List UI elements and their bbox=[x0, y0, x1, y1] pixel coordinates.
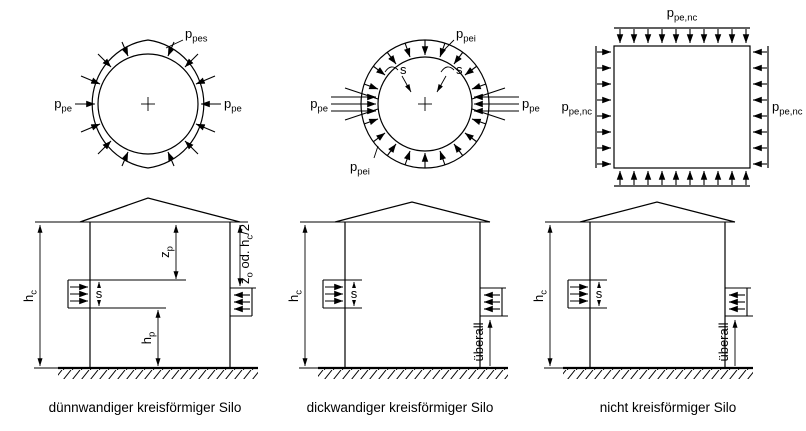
arc-symbol bbox=[440, 66, 455, 73]
cross-section-thick: s s ppei ppei ppe ppe bbox=[310, 26, 540, 178]
pressure-envelope-lines bbox=[595, 27, 769, 187]
label-p-pe-right: ppe bbox=[224, 96, 242, 115]
silo-roof bbox=[79, 197, 241, 223]
cross-section-thin: ppes ppe ppe bbox=[54, 26, 242, 169]
cross-section-square: ppe,nc ppe,nc ppe,nc bbox=[562, 5, 803, 187]
silo-wall-circle bbox=[97, 53, 199, 155]
wall-patch-left bbox=[67, 279, 186, 309]
patch-arc-annotation-left: s bbox=[384, 62, 412, 93]
pressure-arrows-bottom bbox=[616, 170, 750, 185]
dimension-everywhere: überall bbox=[471, 319, 493, 366]
label-leader-line-bottom bbox=[373, 145, 379, 159]
dimension-everywhere: überall bbox=[716, 319, 738, 366]
caption-square: nicht kreisförmiger Silo bbox=[600, 400, 737, 415]
label-p-pei-top: ppei bbox=[456, 26, 476, 45]
dimension-s: s bbox=[592, 281, 606, 307]
pressure-arrows-ring bbox=[75, 41, 221, 167]
s-label: s bbox=[96, 286, 103, 301]
dimension-hc: hc bbox=[286, 224, 308, 367]
dimension-zo: zo od. hc/2 bbox=[237, 224, 256, 287]
silo-wall-square bbox=[613, 45, 751, 169]
pressure-arrows-ring bbox=[363, 40, 487, 168]
patch-arc-annotation-right: s bbox=[436, 62, 463, 93]
elevation-square: hc s überall bbox=[531, 201, 753, 379]
arc-symbol bbox=[384, 66, 399, 73]
ground-hatch bbox=[563, 369, 753, 379]
silo-roof bbox=[334, 201, 491, 223]
patch-width-label: s bbox=[400, 62, 407, 77]
patch-load-left bbox=[331, 87, 379, 121]
dimension-zp: zp bbox=[157, 224, 179, 280]
silo-wall-circle bbox=[377, 56, 473, 152]
label-p-pes: ppes bbox=[185, 26, 208, 45]
elevation-thick: hc s überall bbox=[286, 201, 508, 379]
wall-patch-right bbox=[230, 287, 256, 317]
patch-width-label: s bbox=[456, 62, 463, 77]
hp-label: hp bbox=[139, 332, 158, 345]
wall-patch-left bbox=[567, 279, 607, 309]
caption-thick: dickwandiger kreisförmiger Silo bbox=[307, 400, 494, 415]
zo-label: zo od. hc/2 bbox=[237, 224, 256, 284]
label-leader-line-top bbox=[443, 39, 455, 51]
pressure-arrows-top bbox=[616, 29, 750, 44]
label-p-pe-right: ppe bbox=[522, 96, 540, 115]
everywhere-label: überall bbox=[471, 322, 486, 361]
silo-roof bbox=[579, 201, 736, 223]
ground-hatch bbox=[318, 369, 508, 379]
dimension-s: s bbox=[347, 281, 361, 307]
label-p-penc-right: ppe,nc bbox=[772, 99, 803, 118]
elevation-thin: hc s zp zo od. hc/2 hp bbox=[21, 197, 258, 379]
label-p-pe-left: ppe bbox=[310, 96, 328, 115]
pressure-arrows-left bbox=[597, 48, 612, 168]
pressure-envelope bbox=[91, 39, 205, 169]
dimension-hp: hp bbox=[139, 309, 161, 367]
hc-label: hc bbox=[21, 290, 40, 302]
zp-label: zp bbox=[157, 246, 176, 258]
hc-label: hc bbox=[531, 290, 550, 302]
wall-patch-left bbox=[322, 279, 362, 309]
s-label: s bbox=[596, 286, 603, 301]
wall-patch-right bbox=[480, 287, 508, 317]
pressure-arrows-right bbox=[752, 48, 767, 168]
label-p-pei-bottom: ppei bbox=[350, 159, 370, 178]
center-mark bbox=[418, 97, 432, 111]
center-mark bbox=[141, 97, 155, 111]
ground-hatch bbox=[58, 369, 258, 379]
caption-thin: dünnwandiger kreisförmiger Silo bbox=[49, 400, 242, 415]
dimension-hc: hc bbox=[21, 224, 43, 367]
wall-patch-right bbox=[725, 287, 753, 317]
s-label: s bbox=[351, 286, 358, 301]
everywhere-label: überall bbox=[716, 322, 731, 361]
dimension-s: s bbox=[92, 281, 106, 307]
label-p-penc-left: ppe,nc bbox=[562, 99, 593, 118]
label-p-pe-left: ppe bbox=[54, 96, 72, 115]
patch-load-right bbox=[471, 87, 519, 121]
dimension-hc: hc bbox=[531, 224, 553, 367]
hc-label: hc bbox=[286, 290, 305, 302]
label-p-penc-top: ppe,nc bbox=[667, 5, 698, 24]
label-leader-line bbox=[165, 39, 184, 49]
